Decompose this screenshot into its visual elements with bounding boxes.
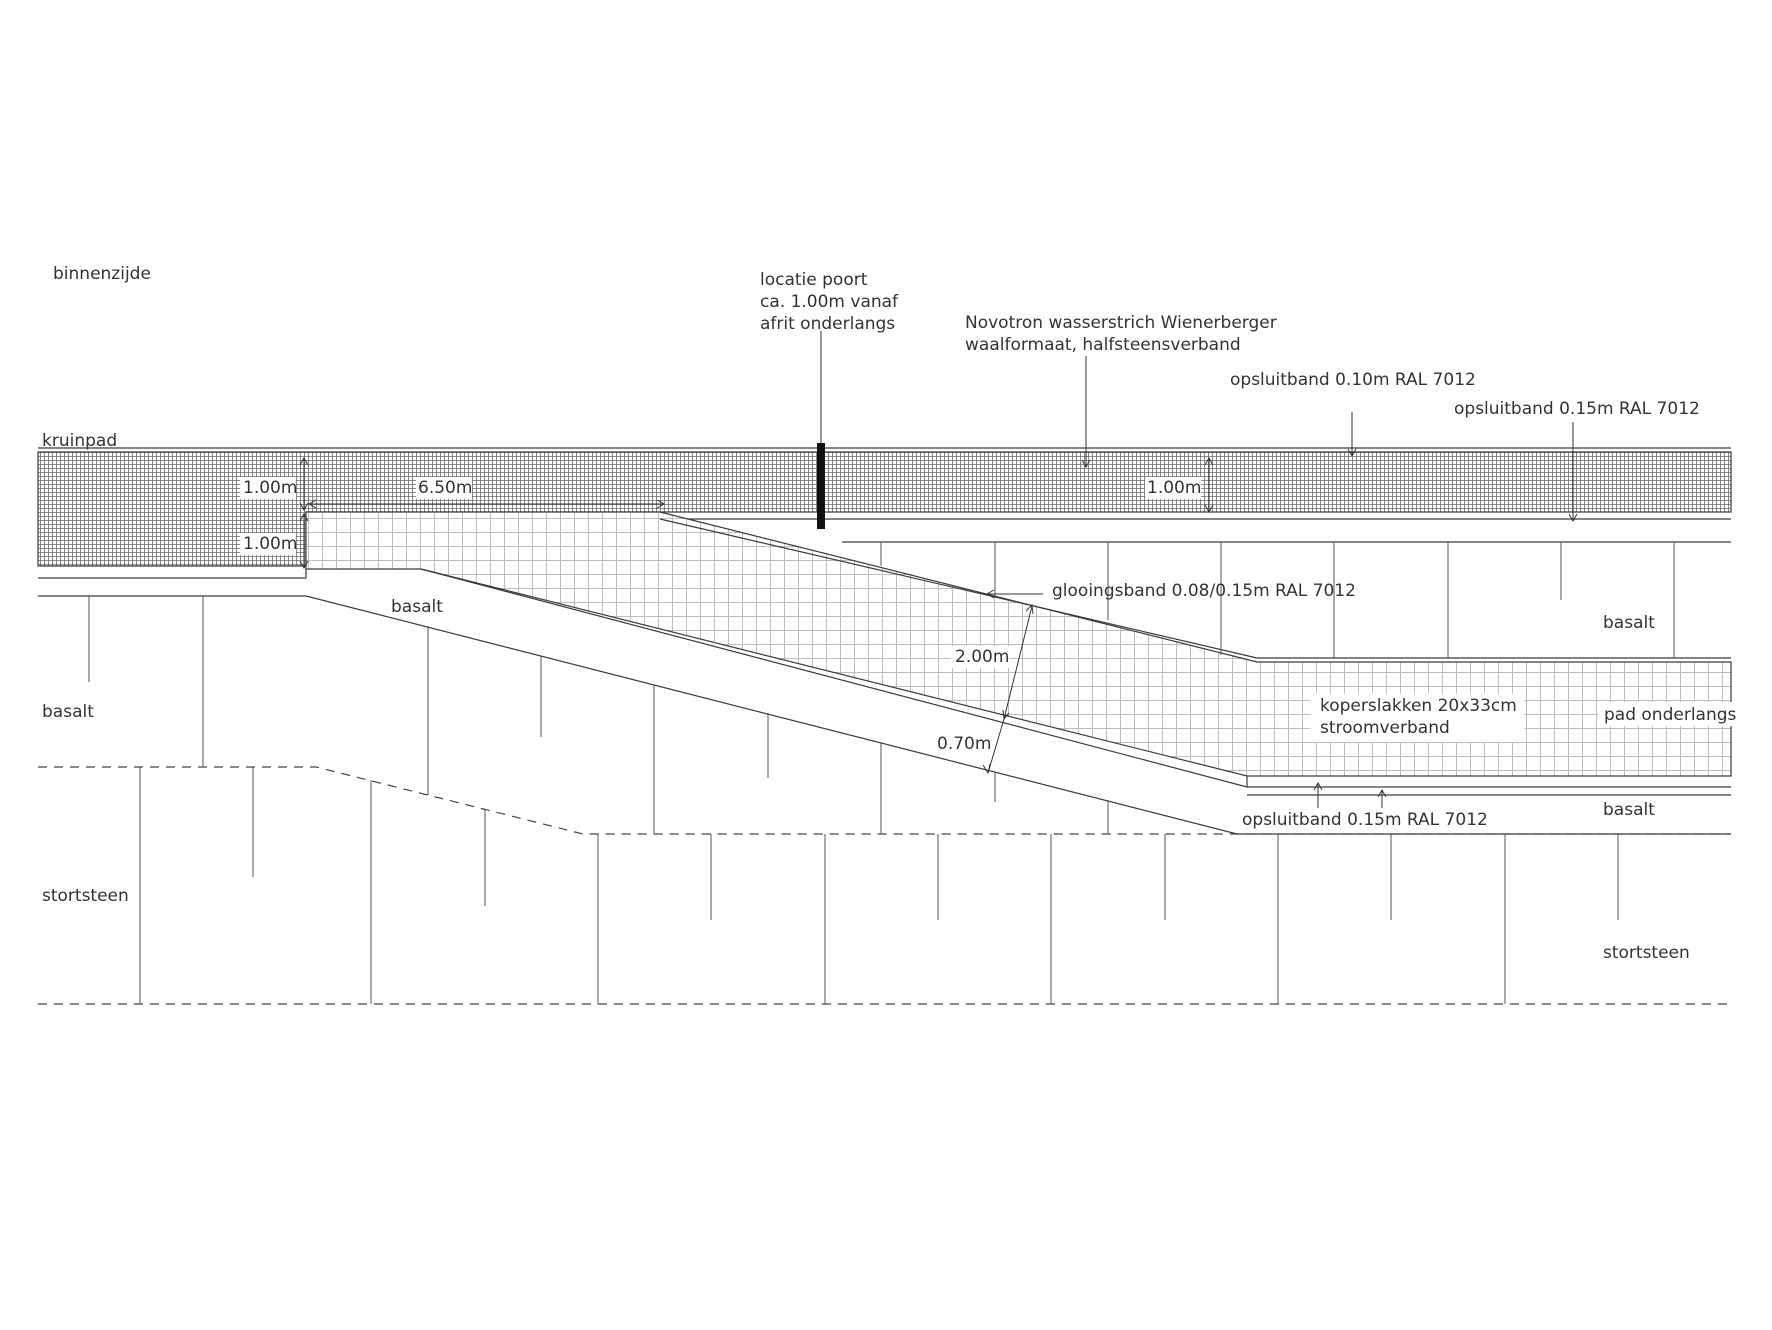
opsluitband-strip-bottom <box>38 568 1731 796</box>
label-opsluitband-015-top: opsluitband 0.15m RAL 7012 <box>1454 399 1700 419</box>
label-basalt-right-bottom: basalt <box>1603 800 1655 820</box>
label-stortsteen-right: stortsteen <box>1603 943 1690 963</box>
label-opsluitband-010: opsluitband 0.10m RAL 7012 <box>1230 370 1476 390</box>
label-pad-onderlangs: pad onderlangs <box>1604 705 1737 725</box>
dim-ramp-width: 2.00m <box>955 647 1009 667</box>
dim-kruinpad-width-left: 1.00m <box>243 478 297 498</box>
gate-post <box>817 331 825 529</box>
label-koperslakken-line2: stroomverband <box>1320 718 1450 738</box>
label-basalt-ramp: basalt <box>391 597 443 617</box>
stortsteen-boundary <box>38 766 1731 1005</box>
dimension-lines <box>299 456 1214 775</box>
label-basalt-right-top: basalt <box>1603 613 1655 633</box>
dim-ramp-top-width: 1.00m <box>243 534 297 554</box>
label-novotron: Novotron wasserstrich Wienerberger waalf… <box>965 313 1282 355</box>
label-locatie-poort: locatie poort ca. 1.00m vanaf afrit onde… <box>760 270 903 334</box>
label-novotron-line2: waalformaat, halfsteensverband <box>965 335 1241 355</box>
dim-kruinpad-width-right: 1.00m <box>1147 478 1201 498</box>
label-opsluitband-015-bottom: opsluitband 0.15m RAL 7012 <box>1242 810 1488 830</box>
dim-basalt-strip: 0.70m <box>937 734 991 754</box>
label-basalt-left: basalt <box>42 702 94 722</box>
label-koperslakken: koperslakken 20x33cm stroomverband <box>1320 696 1522 738</box>
label-binnenzijde: binnenzijde <box>53 264 151 284</box>
stone-hatch-lines <box>88 542 1675 1004</box>
dim-ramp-length: 6.50m <box>418 478 472 498</box>
glooingsband-edge <box>659 518 1731 659</box>
label-locatie-poort-line3: afrit onderlangs <box>760 314 895 334</box>
leader-lines <box>985 356 1578 808</box>
label-novotron-line1: Novotron wasserstrich Wienerberger <box>965 313 1277 333</box>
basalt-boundary <box>38 595 1731 835</box>
label-koperslakken-line1: koperslakken 20x33cm <box>1320 696 1517 716</box>
label-locatie-poort-line1: locatie poort <box>760 270 868 290</box>
label-locatie-poort-line2: ca. 1.00m vanaf <box>760 292 899 312</box>
label-glooingsband: glooingsband 0.08/0.15m RAL 7012 <box>1052 581 1356 601</box>
opsluitband-strip-top <box>660 518 1731 543</box>
label-stortsteen-left: stortsteen <box>42 886 129 906</box>
label-kruinpad: kruinpad <box>42 431 117 451</box>
